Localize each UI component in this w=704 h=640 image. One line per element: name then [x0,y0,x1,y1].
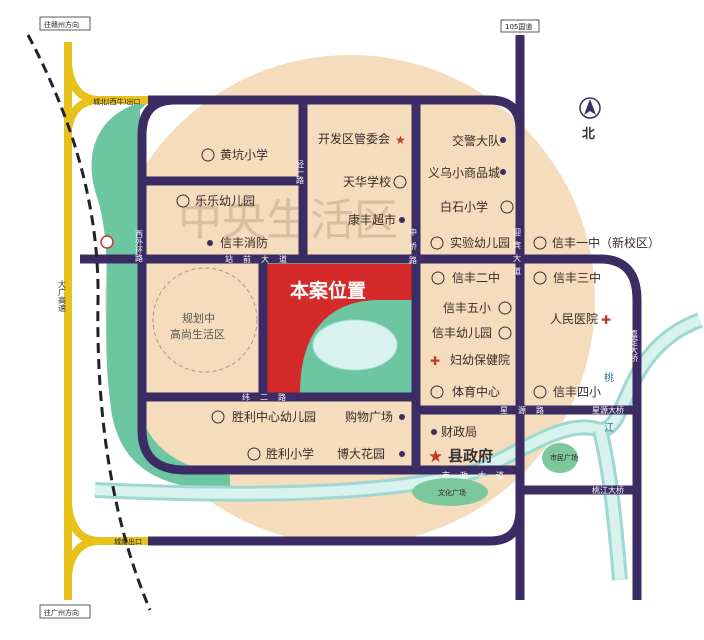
hospital-cross-icon: ✚ [430,354,440,368]
poi-school: 白石小学 [440,199,488,214]
railway [26,34,152,611]
poi-admin: 开发区管委会 [318,131,390,146]
planned-label: 规划中 [182,311,215,325]
poi-fire-station: 信丰消防 [220,235,268,250]
road-label: 星源大桥 [592,405,624,415]
national-road-label: 105国道 [505,22,532,31]
plaza-green [412,478,488,506]
poi-government: 县政府 [448,447,493,465]
poi-school: 信丰三中 [553,270,601,285]
poi-school: 信丰一中（新校区） [552,235,660,250]
poi-school: 信丰四小 [553,385,601,399]
poi-dots [207,137,506,457]
road-network [80,35,642,600]
star-icon: ★ [428,447,443,467]
railway-station-icon [100,235,114,249]
poi-hospital: 人民医院 [550,312,598,326]
green-belt [91,100,230,490]
planned-label-2: 高尚生活区 [170,327,225,341]
poi-school: 信丰五小 [443,301,491,315]
road-label: 经一路 [296,159,305,184]
plaza-label: 市民广场 [550,453,578,462]
plaza-label: 文化广场 [438,488,466,497]
road-label: 站前大道 [225,254,297,264]
poi-hospital: 妇幼保健院 [450,353,510,367]
poi-school: 天华学校 [343,174,391,189]
river-label: 桃江 [602,371,614,472]
road-label: 西外环路 [135,230,144,262]
road-label: 中侨路 [409,227,418,270]
poi-kindergarten: 胜利中心幼儿园 [232,409,316,424]
north-compass-icon [579,97,601,119]
school-icons [176,148,547,461]
poi-residential: 博大花园 [337,446,385,461]
poi-kindergarten: 信丰幼儿园 [432,326,492,340]
south-direction-label: 往广州方向 [44,608,79,617]
poi-kindergarten: 乐乐幼儿园 [195,194,255,208]
road-label: 纬二路 [242,392,296,402]
road-label: 桃江大桥 [592,485,624,495]
poi-school: 信丰二中 [452,270,500,285]
poi-school: 黄坑小学 [220,147,268,162]
plaza-green-2 [542,443,578,473]
poi-kindergarten: 实验幼儿园 [450,235,510,250]
poi-school: 胜利小学 [266,446,314,461]
road-label: 星源路 [500,405,554,415]
poi-supermarket: 康丰超市 [348,212,396,227]
zone-watermark: 中央生活区 [178,195,398,246]
star-icon: ★ [395,133,406,147]
compass-label: 北 [582,127,595,142]
road-label: 大广高速 [58,279,67,313]
road-label: 市政大道 [442,470,514,480]
poi-market: 义乌小商品城 [428,165,500,180]
road-label: 嘉定大桥 [630,329,639,363]
poi-sports: 体育中心 [452,384,500,399]
project-label: 本案位置 [290,279,366,302]
poi-finance: 财政局 [441,425,477,439]
hospital-cross-icon: ✚ [601,313,611,327]
north-exit-label: 城北(西牛)出口 [93,97,140,106]
south-exit-label: 城南出口 [114,537,142,546]
north-direction-label: 往赣州方向 [44,20,79,29]
poi-mall: 购物广场 [345,409,393,424]
road-label: 迎宾大道 [513,227,522,280]
poi-list: 黄坑小学 乐乐幼儿园 信丰消防 开发区管委会 ★ 天华学校 康丰超市 交警大队 … [195,131,660,467]
planned-zone [152,267,258,373]
poi-police: 交警大队 [452,133,500,148]
